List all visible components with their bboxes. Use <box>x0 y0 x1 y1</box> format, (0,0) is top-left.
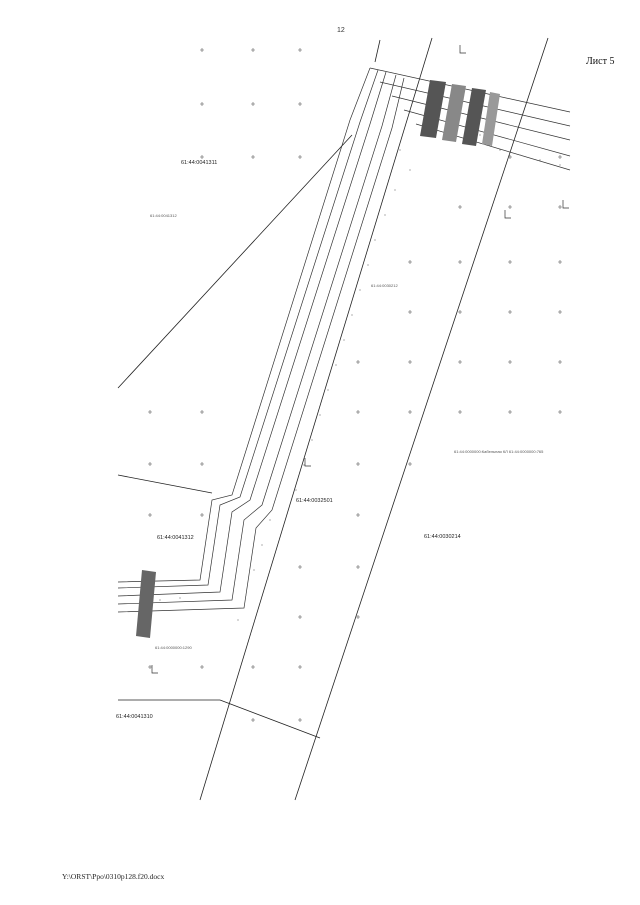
page-number: 12 <box>337 27 345 34</box>
parcel-label-small-3: 61:44:0000000:1290 <box>155 645 192 650</box>
parcel-label-small-1: 61:44:0041312 <box>150 213 177 218</box>
parcel-label-small-2: 61:44:0030212 <box>371 283 398 288</box>
parcel-label-3: 61:44:0032501 <box>296 498 333 504</box>
parcel-label-cable: 61:44:0000000:Кабельная КЛ 61:44:0000000… <box>454 449 544 454</box>
parcel-label-5: 61:44:0041310 <box>116 714 153 720</box>
parcel-label-1: 61:44:0041311 <box>181 160 218 166</box>
parcel-label-2: 61:44:0041312 <box>157 535 194 541</box>
sheet-label: Лист 5 <box>586 56 615 67</box>
footer-file-path: Y:\ORST\Ppo\0310p128.f20.docx <box>62 872 165 881</box>
parcel-label-4: 61:44:0030214 <box>424 534 461 540</box>
